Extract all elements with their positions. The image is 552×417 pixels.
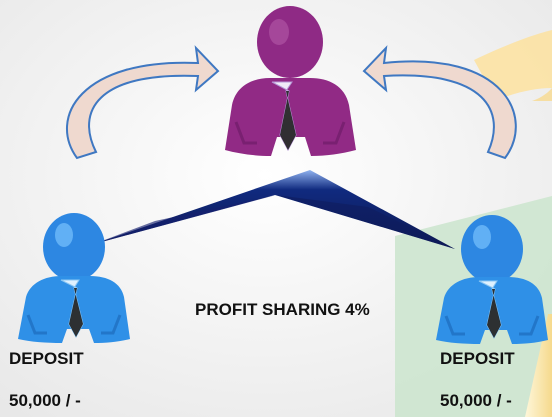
center-person-left-shadow (234, 121, 257, 145)
center-person-necktie (280, 91, 296, 150)
right-person-left-shadow (444, 315, 465, 336)
center-person-head-highlight (269, 19, 289, 45)
left-person-necktie (69, 288, 83, 337)
share-triangle-left-shade (94, 195, 276, 244)
share-triangle-right-shade (276, 195, 455, 249)
left-person-icon (18, 213, 130, 343)
right-person-head-highlight (473, 225, 491, 249)
left-deposit-label: DEPOSIT (9, 349, 84, 368)
right-curved-arrow-shape (362, 45, 517, 160)
right-person-right-shadow (519, 315, 540, 336)
center-person-right-shadow (323, 121, 346, 145)
center-person-head (257, 6, 323, 78)
share-triangle (94, 170, 455, 249)
left-amount-label: 50,000 / - (9, 391, 81, 410)
left-person-head-highlight (55, 223, 73, 247)
right-deposit-label: DEPOSIT (440, 349, 515, 368)
yellow-band-top-shadow (532, 88, 552, 101)
left-curved-arrow-shape (66, 45, 220, 160)
left-person-right-shadow (101, 314, 122, 335)
right-person-icon (436, 215, 548, 344)
left-curved-arrow (66, 45, 220, 160)
right-amount-label: 50,000 / - (440, 391, 512, 410)
left-person-head (43, 213, 105, 281)
right-person-necktie (487, 289, 501, 338)
profit-sharing-label: PROFIT SHARING 4% (195, 300, 370, 319)
center-person-icon (225, 6, 356, 156)
left-person-left-shadow (26, 314, 47, 335)
right-curved-arrow (362, 45, 517, 160)
right-person-head (461, 215, 523, 283)
